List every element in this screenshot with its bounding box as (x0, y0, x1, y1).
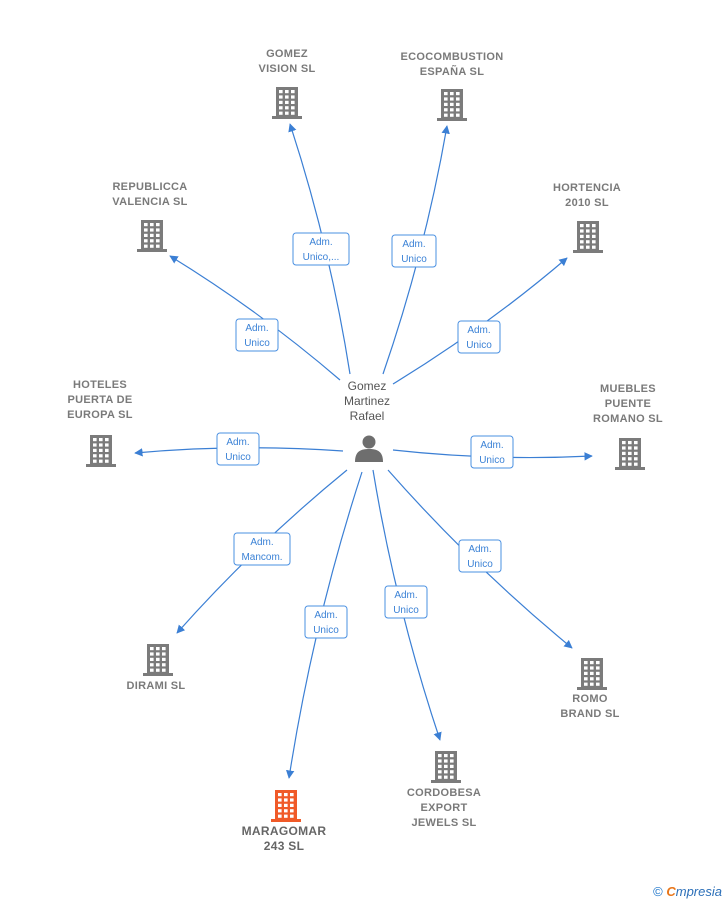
roles-layer: Adm.Unico,...Adm.UnicoAdm.UnicoAdm.Unico… (216, 232, 514, 639)
company-node-muebles[interactable]: MUEBLES PUENTE ROMANO SL (593, 383, 663, 470)
role-badge-cordobesa[interactable]: Adm. Unico (384, 585, 428, 619)
company-name-line: DIRAMI SL (127, 680, 186, 692)
role-text: Unico (244, 338, 270, 349)
role-badge-box (304, 605, 348, 639)
company-name-line: JEWELS SL (411, 817, 476, 829)
company-name-line: ECOCOMBUSTION (401, 51, 504, 63)
watermark: © Cmpresia (653, 884, 722, 899)
company-name-line: 2010 SL (565, 197, 609, 209)
role-text: Adm. (314, 610, 337, 621)
building-icon (86, 435, 116, 467)
role-badge-box (470, 435, 514, 469)
building-icon (431, 751, 461, 783)
company-name-line: EXPORT (420, 802, 467, 814)
company-name-line: MUEBLES (600, 383, 656, 395)
role-badge-muebles[interactable]: Adm. Unico (470, 435, 514, 469)
role-text: Unico (393, 605, 419, 616)
company-name-line: HORTENCIA (553, 182, 621, 194)
center-name-line: Martinez (344, 394, 390, 408)
role-text: Adm. (402, 239, 425, 250)
building-icon (143, 644, 173, 676)
building-icon (437, 89, 467, 121)
role-badge-hoteles[interactable]: Adm. Unico (216, 432, 260, 466)
building-icon (573, 221, 603, 253)
person-icon (355, 435, 383, 462)
copyright-symbol: © (653, 884, 663, 899)
company-node-gomez-vision[interactable]: GOMEZ VISION SL (258, 48, 315, 119)
company-name-line: PUENTE (605, 398, 651, 410)
role-badge-dirami[interactable]: Adm. Mancom. (233, 532, 291, 566)
company-name-line: ESPAÑA SL (420, 65, 484, 78)
company-name-line: PUERTA DE (67, 394, 132, 406)
role-badge-gomez-vision[interactable]: Adm. Unico,... (292, 232, 350, 266)
company-node-republicca[interactable]: REPUBLICCA VALENCIA SL (112, 181, 187, 252)
role-badge-romo[interactable]: Adm. Unico (458, 539, 502, 573)
company-name-line: GOMEZ (266, 48, 308, 60)
company-name-line: EUROPA SL (67, 409, 133, 421)
company-name-line: ROMO (572, 693, 608, 705)
role-badge-ecocombustion[interactable]: Adm. Unico (391, 234, 437, 268)
company-name-line: MARAGOMAR (242, 824, 327, 838)
role-text: Unico (401, 254, 427, 265)
company-node-ecocombustion[interactable]: ECOCOMBUSTION ESPAÑA SL (401, 51, 504, 121)
center-name-line: Rafael (350, 409, 385, 423)
role-text: Adm. (394, 590, 417, 601)
role-text: Adm. (226, 437, 249, 448)
role-badge-box (384, 585, 428, 619)
role-text: Unico (467, 559, 493, 570)
role-text: Unico (466, 340, 492, 351)
company-name-line: CORDOBESA (407, 787, 481, 799)
company-node-dirami[interactable]: DIRAMI SL (127, 644, 186, 692)
role-text: Adm. (467, 325, 490, 336)
brand-rest: mpresia (675, 884, 722, 899)
center-name-line: Gomez (348, 379, 387, 393)
role-text: Adm. (309, 237, 332, 248)
company-node-cordobesa[interactable]: CORDOBESA EXPORT JEWELS SL (407, 751, 481, 829)
building-icon (137, 220, 167, 252)
role-text: Mancom. (241, 552, 282, 563)
role-badge-box (458, 539, 502, 573)
center-node[interactable]: Gomez Martinez Rafael (344, 379, 390, 462)
role-text: Adm. (468, 544, 491, 555)
role-badge-republicca[interactable]: Adm. Unico (235, 318, 279, 352)
role-text: Adm. (245, 323, 268, 334)
company-node-romo[interactable]: ROMO BRAND SL (560, 658, 619, 720)
building-icon (271, 790, 301, 822)
company-node-hoteles[interactable]: HOTELES PUERTA DE EUROPA SL (67, 379, 133, 467)
role-badge-hortencia[interactable]: Adm. Unico (457, 320, 501, 354)
company-node-hortencia[interactable]: HORTENCIA 2010 SL (553, 182, 621, 253)
brand-first-letter: C (666, 884, 676, 899)
company-name-line: HOTELES (73, 379, 127, 391)
role-text: Unico (313, 625, 339, 636)
role-badge-box (391, 234, 437, 268)
relationship-edge-republicca (169, 255, 341, 381)
building-icon (615, 438, 645, 470)
role-text: Unico,... (303, 252, 340, 263)
company-name-line: ROMANO SL (593, 413, 663, 425)
company-name-line: VISION SL (258, 63, 315, 75)
company-name-line: 243 SL (264, 839, 305, 853)
role-badge-maragomar[interactable]: Adm. Unico (304, 605, 348, 639)
role-badge-box (233, 532, 291, 566)
role-badge-box (216, 432, 260, 466)
role-badge-box (457, 320, 501, 354)
role-badge-box (292, 232, 350, 266)
role-text: Unico (225, 452, 251, 463)
building-icon (272, 87, 302, 119)
role-text: Unico (479, 455, 505, 466)
building-icon (577, 658, 607, 690)
role-text: Adm. (250, 537, 273, 548)
company-name-line: REPUBLICCA (112, 181, 187, 193)
company-name-line: VALENCIA SL (112, 196, 187, 208)
role-text: Adm. (480, 440, 503, 451)
company-name-line: BRAND SL (560, 708, 619, 720)
role-badge-box (235, 318, 279, 352)
nodes-layer: GOMEZ VISION SL ECOCOMBUSTION ESPAÑA SL REPU… (67, 48, 663, 853)
